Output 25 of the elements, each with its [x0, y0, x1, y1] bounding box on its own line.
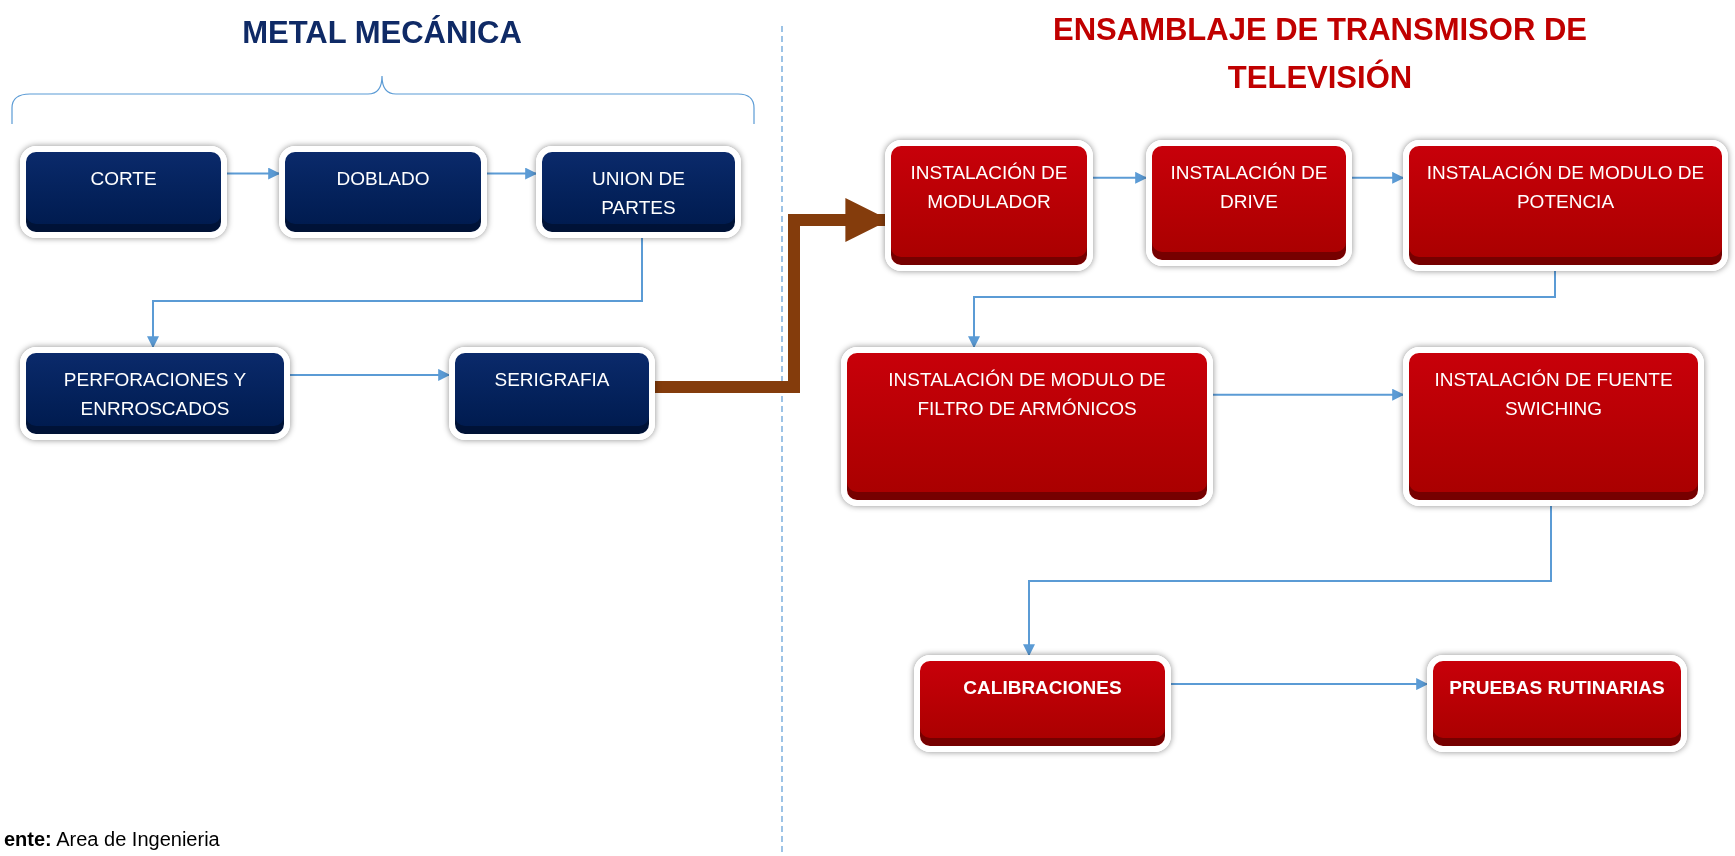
arrow	[1351, 171, 1405, 184]
step-label: INSTALACIÓN DE MODULO DE FILTRO DE ARMÓNICOS	[887, 368, 1167, 421]
arrow	[1023, 505, 1552, 657]
step-label: INSTALACIÓN DE FUENTE SWICHING	[1433, 368, 1674, 421]
arrow	[289, 368, 451, 381]
step-label: PRUEBAS RUTINARIAS	[1449, 676, 1665, 700]
arrow	[968, 270, 1556, 349]
arrow	[226, 167, 281, 180]
step-label: CALIBRACIONES	[963, 676, 1122, 700]
section-title: ENSAMBLAJE DE TRANSMISOR DE TELEVISIÓN	[1052, 11, 1588, 97]
arrow	[1170, 678, 1429, 691]
section-title: METAL MECÁNICA	[241, 14, 523, 52]
arrow	[1092, 171, 1148, 184]
step-label: INSTALACIÓN DE MODULADOR	[909, 161, 1069, 214]
arrow	[1212, 388, 1405, 401]
step-label: SERIGRAFIA	[494, 368, 610, 392]
step-label: INSTALACIÓN DE DRIVE	[1169, 161, 1329, 214]
step-label: INSTALACIÓN DE MODULO DE POTENCIA	[1425, 161, 1706, 214]
source-caption: ente: Area de Ingenieria	[4, 827, 220, 852]
arrow	[486, 167, 538, 180]
step-label: PERFORACIONES Y ENRROSCADOS	[62, 368, 248, 421]
step-label: UNION DE PARTES	[591, 167, 686, 220]
arrow	[147, 237, 643, 349]
step-label: DOBLADO	[336, 167, 430, 191]
step-label: CORTE	[90, 167, 157, 191]
